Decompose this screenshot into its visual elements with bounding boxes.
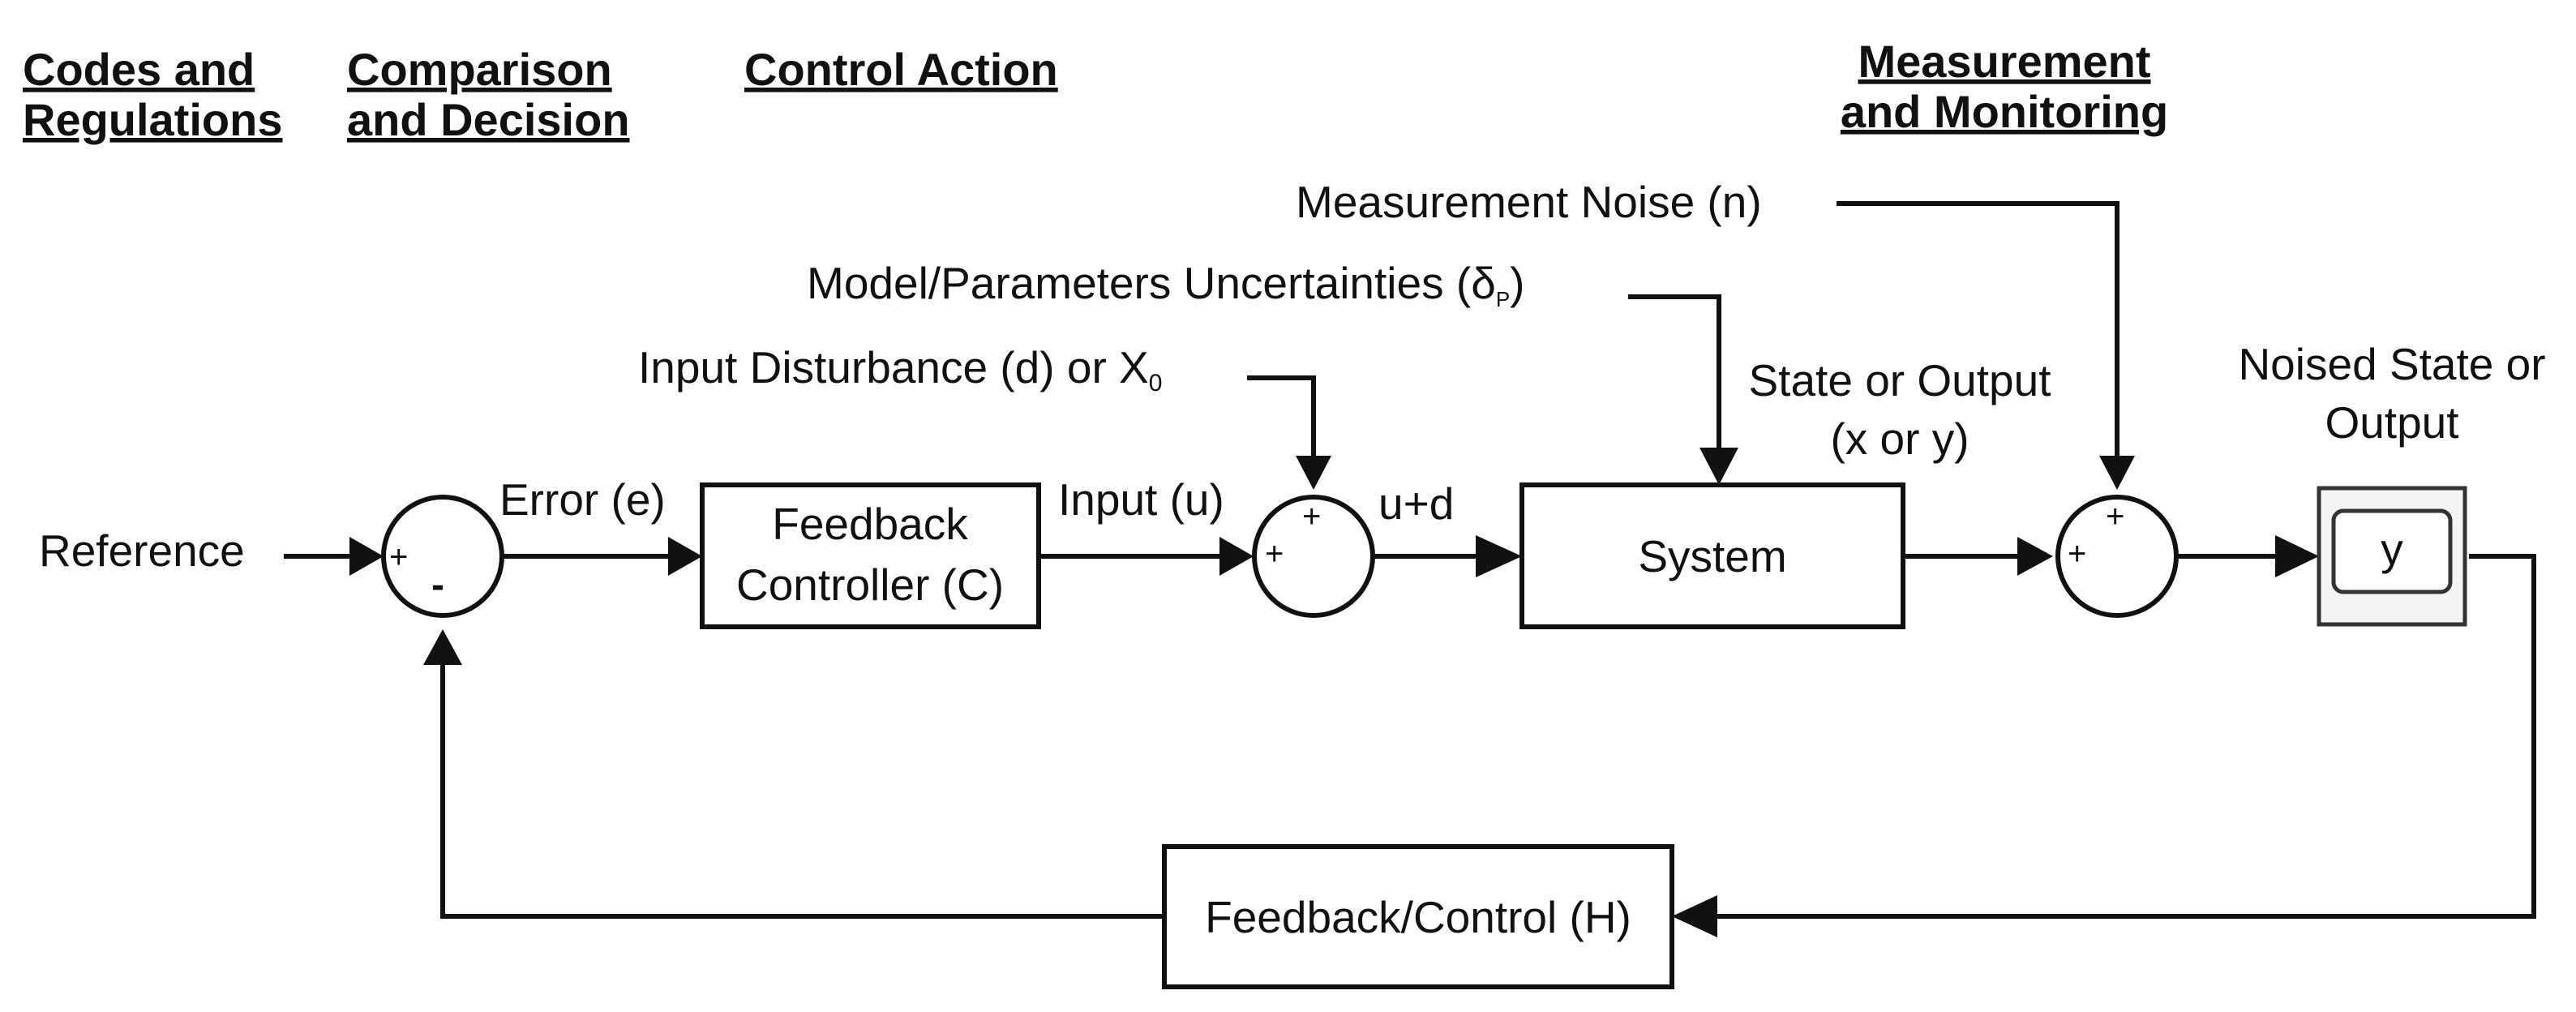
header-measurement-and-monitoring: Measurement and Monitoring [1841, 36, 2168, 137]
error-label: Error (e) [499, 474, 666, 525]
disturbance-sum-top-plus: + [1302, 499, 1321, 534]
u-plus-d-label: u+d [1378, 478, 1454, 529]
state-output-line-2: (x or y) [1830, 414, 1969, 464]
arrowhead-input [1219, 537, 1254, 576]
input-label: Input (u) [1058, 474, 1224, 525]
input-disturbance-label: Input Disturbance (d) or X0 [638, 342, 1162, 397]
feedback-control-block: Feedback/Control (H) [1162, 844, 1674, 989]
comparator-plus-sign: + [389, 539, 408, 575]
model-uncertainty-label: Model/Parameters Uncertainties (δP) [807, 258, 1525, 311]
header-comparison-line-2: and Decision [347, 94, 630, 145]
header-control-action: Control Action [744, 44, 1058, 95]
header-codes-line-2: Regulations [23, 94, 282, 145]
noise-sum-top-plus: + [2106, 499, 2124, 534]
model-uncertainty-subscript: P [1496, 287, 1510, 311]
header-codes-line-1: Codes and [23, 44, 255, 95]
controller-label-line-1: Feedback [772, 499, 968, 549]
comparator-minus-sign: - [431, 564, 444, 607]
comparator-circle [381, 495, 504, 618]
feedback-return-wire [1715, 554, 2536, 919]
feedback-control-box [1162, 844, 1674, 989]
measurement-noise-wire [1837, 201, 2120, 461]
arrowhead-reference [349, 537, 384, 576]
system-box [1519, 482, 1905, 629]
feedback-to-comparator-wire [440, 665, 1164, 919]
system-block: System [1519, 482, 1905, 629]
model-uncertainty-text: Model/Parameters Uncertainties (δ [807, 258, 1496, 308]
arrowheads [349, 448, 2319, 937]
reference-label: Reference [39, 525, 245, 576]
header-comparison-line-1: Comparison [347, 44, 612, 95]
input-disturbance-subscript: 0 [1149, 370, 1163, 397]
noised-state-line-2: Output [2325, 397, 2458, 448]
noised-state-line-1: Noised State or [2238, 339, 2545, 389]
disturbance-sum-circle [1252, 495, 1375, 618]
input-disturbance-text: Input Disturbance (d) or X [638, 342, 1149, 392]
header-codes-and-regulations: Codes and Regulations [23, 44, 282, 145]
arrowhead-model-uncertainty [1699, 448, 1738, 485]
disturbance-sum: + + [1252, 495, 1375, 618]
input-disturbance-wire [1247, 375, 1316, 461]
noise-sum: + + [2055, 495, 2179, 618]
feedback-control-label: Feedback/Control (H) [1205, 892, 1631, 942]
noise-sum-circle [2055, 495, 2179, 618]
measurement-noise-label: Measurement Noise (n) [1296, 177, 1762, 227]
header-measurement-line-1: Measurement [1858, 36, 2150, 87]
model-uncertainty-wire [1628, 294, 1721, 449]
state-output-line-1: State or Output [1749, 355, 2051, 405]
header-measurement-line-2: and Monitoring [1841, 86, 2168, 137]
comparator-sum: + - [381, 495, 504, 618]
scope-label: y [2381, 524, 2403, 574]
arrowhead-feedback [1672, 895, 1717, 937]
arrowhead-feedback-comparator [423, 629, 462, 665]
controller-label-line-2: Controller (C) [736, 560, 1004, 610]
arrowhead-input-disturbance [1296, 456, 1331, 490]
model-uncertainty-close: ) [1510, 258, 1524, 308]
arrowhead-error [668, 537, 702, 576]
noised-state-label: Noised State or Output [2238, 339, 2545, 448]
state-output-label: State or Output (x or y) [1749, 355, 2051, 464]
system-label: System [1638, 531, 1786, 581]
arrowhead-u-plus-d [1476, 535, 1522, 577]
output-scope-block: y [2317, 486, 2467, 627]
controller-box [700, 482, 1041, 629]
arrowhead-noised-output [2275, 535, 2319, 577]
header-comparison-and-decision: Comparison and Decision [347, 44, 630, 145]
signal-wires [284, 201, 2536, 919]
feedback-controller-block: Feedback Controller (C) [700, 482, 1041, 629]
disturbance-sum-left-plus: + [1265, 536, 1284, 572]
noise-sum-left-plus: + [2068, 536, 2086, 572]
scope-display [2331, 508, 2453, 594]
arrowhead-measurement-noise [2099, 456, 2135, 490]
arrowhead-system-output [2017, 537, 2053, 576]
